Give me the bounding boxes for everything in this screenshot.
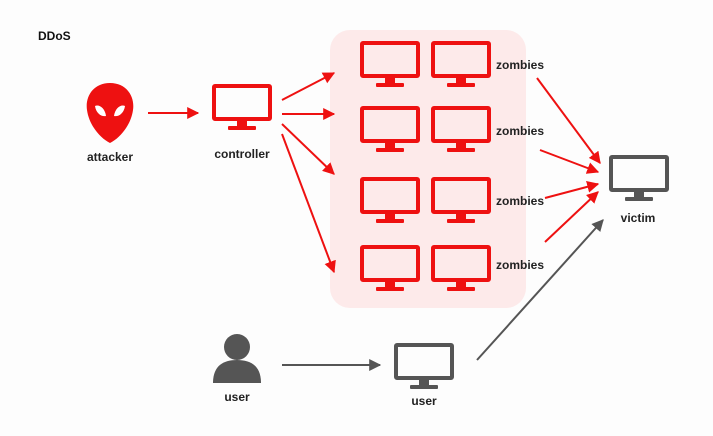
victim-monitor-icon xyxy=(609,155,669,203)
diagram-title: DDoS xyxy=(38,29,71,43)
user-computer-label: user xyxy=(411,394,437,408)
user-monitor-icon xyxy=(394,343,454,391)
person-icon xyxy=(213,334,261,383)
user-person-label: user xyxy=(224,390,250,404)
attacker-label: attacker xyxy=(87,150,133,164)
controller-to-zombie-arrow xyxy=(281,72,336,101)
controller-to-zombie-arrow xyxy=(281,123,335,175)
zombies-label: zombies xyxy=(496,124,544,138)
controller-to-zombie-arrow xyxy=(281,133,336,274)
zombie-to-victim-arrow xyxy=(536,77,601,164)
controller-monitor-icon xyxy=(212,84,272,132)
victim-label: victim xyxy=(621,211,656,225)
zombie-to-victim-arrow xyxy=(544,191,599,243)
zombie-to-victim-arrow xyxy=(539,149,600,174)
alien-head-icon xyxy=(86,83,134,143)
zombies-label: zombies xyxy=(496,194,544,208)
user-to-victim-arrow xyxy=(476,219,604,361)
zombies-label: zombies xyxy=(496,258,544,272)
zombie-to-victim-arrow xyxy=(544,180,600,199)
zombie-area xyxy=(330,30,526,308)
zombies-label: zombies xyxy=(496,58,544,72)
controller-label: controller xyxy=(214,147,270,161)
